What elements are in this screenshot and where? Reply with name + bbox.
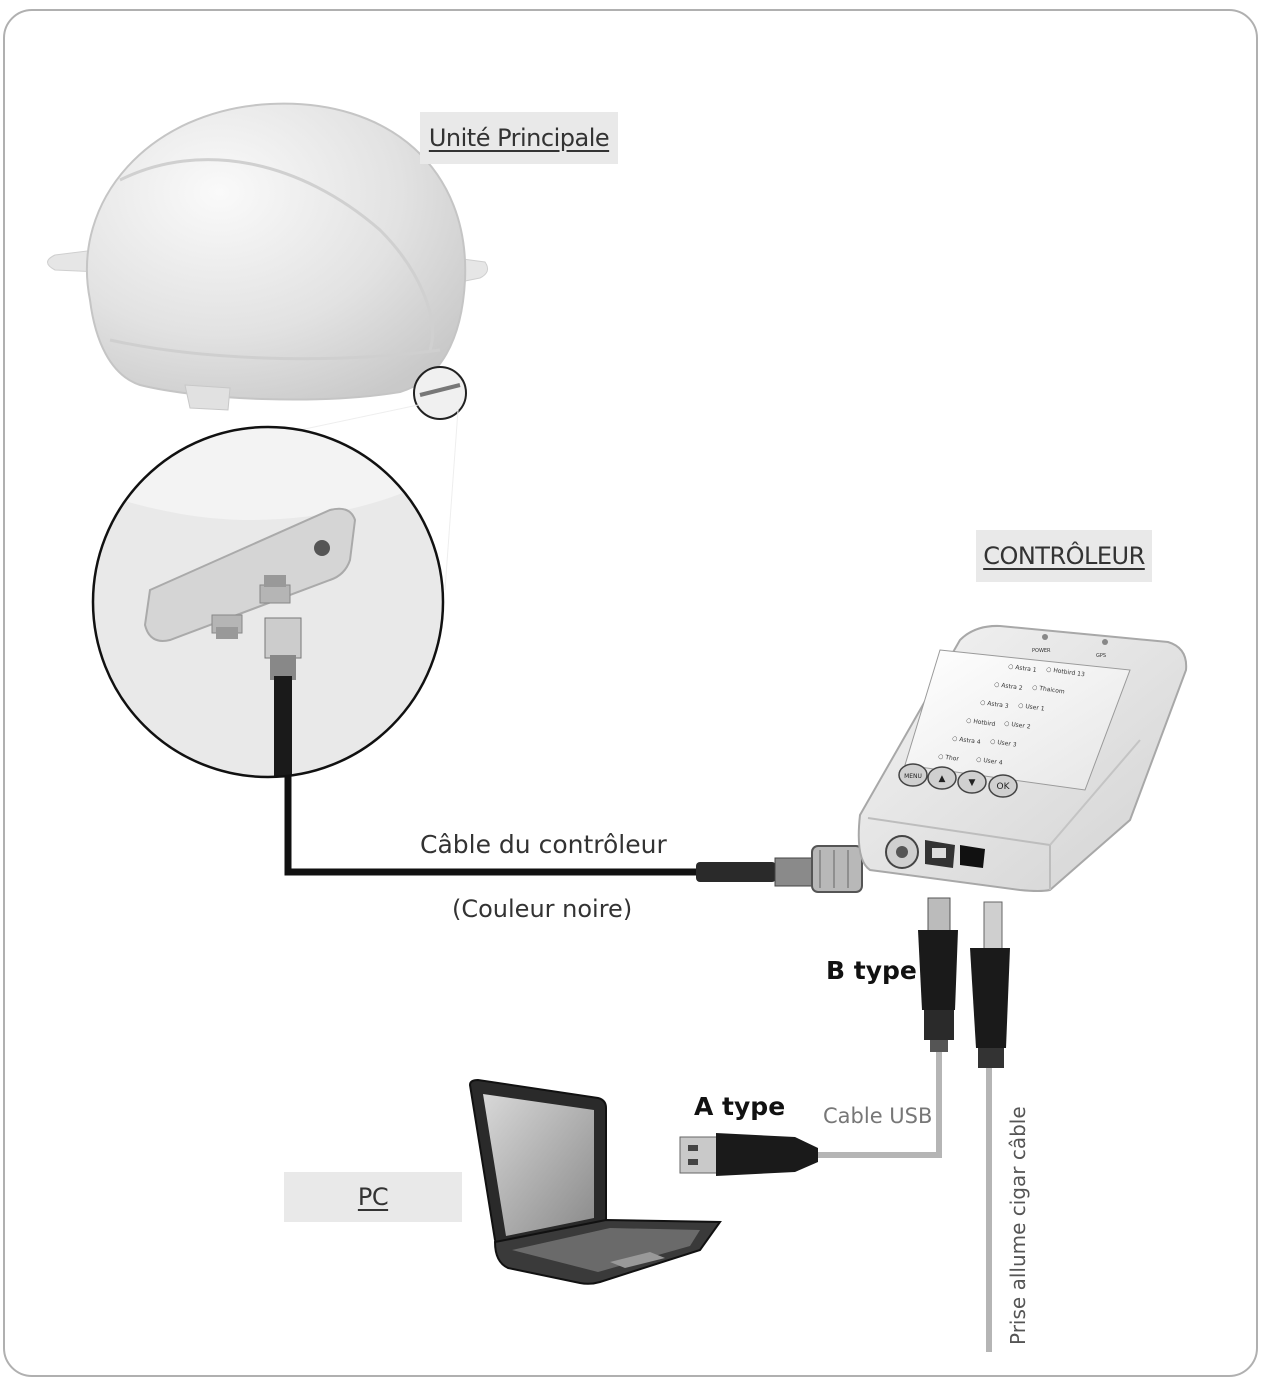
controller-option: ○ User 3 <box>990 738 1017 749</box>
controller-leds <box>1042 634 1108 645</box>
diagram-border <box>3 9 1258 1377</box>
coax-port-1 <box>259 575 291 604</box>
usb-a-plug <box>679 1133 818 1176</box>
zoom-circle <box>91 425 445 779</box>
controller-button-label: MENU <box>904 773 922 780</box>
usb-b-plug <box>918 897 958 1052</box>
usb-cable <box>818 1052 942 1158</box>
coax-port-2 <box>211 614 243 639</box>
main-unit-label: Unité Principale <box>420 112 618 164</box>
controller-led-label: GPS <box>1096 653 1106 659</box>
controller-buttons: MENU ▲ ▼ OK <box>898 763 1018 798</box>
controller-option: ○ Hotbird <box>966 717 996 728</box>
controller-option: ○ Astra 4 <box>952 735 981 746</box>
controller-cable <box>284 776 700 876</box>
controller-option: ○ User 1 <box>1018 702 1045 713</box>
main-unit-label-text: Unité Principale <box>428 124 610 152</box>
controller-label: CONTRÔLEUR <box>976 530 1152 582</box>
controller-option: ○ User 2 <box>1004 720 1031 731</box>
zoom-connector-lines <box>299 404 459 591</box>
controller-led-label: POWER <box>1032 648 1051 654</box>
controller-cable-label: Câble du contrôleur <box>420 830 667 859</box>
cable-color-label: (Couleur noire) <box>452 895 633 923</box>
f-connector <box>774 845 863 893</box>
controller-option: ○ Astra 1 <box>1008 663 1037 674</box>
controller-label-text: CONTRÔLEUR <box>983 542 1145 570</box>
usb-cable-label: Cable USB <box>823 1104 933 1128</box>
port-highlight-circle <box>413 366 467 420</box>
main-unit-dome <box>47 102 489 411</box>
laptop <box>468 1078 722 1285</box>
pc-label: PC <box>284 1172 462 1222</box>
cable-sleeve <box>696 862 776 882</box>
controller-option: ○ Thaicom <box>1032 684 1066 696</box>
cigar-plug <box>970 901 1010 1068</box>
controller-button[interactable] <box>898 763 928 787</box>
controller-option: ○ Thor <box>938 753 960 763</box>
controller-option: ○ User 4 <box>976 756 1003 767</box>
controller-screen <box>904 649 1131 791</box>
controller-button-label: ▲ <box>939 774 946 784</box>
antenna-port-block <box>143 507 357 642</box>
cigar-cable-label: Prise allume cigar câble <box>1006 1106 1030 1345</box>
controller-button[interactable] <box>927 766 957 790</box>
controller-button-label: ▼ <box>969 778 976 788</box>
controller-option: ○ Astra 3 <box>980 699 1009 710</box>
controller-option: ○ Astra 2 <box>994 681 1023 692</box>
pc-label-text: PC <box>357 1183 389 1211</box>
controller-button[interactable] <box>957 770 987 794</box>
b-type-label: B type <box>826 956 917 985</box>
controller-ports <box>885 835 985 869</box>
a-type-label: A type <box>694 1092 786 1121</box>
controller-button[interactable] <box>988 774 1018 798</box>
coax-plug <box>264 617 302 777</box>
controller-button-label: OK <box>997 782 1011 792</box>
